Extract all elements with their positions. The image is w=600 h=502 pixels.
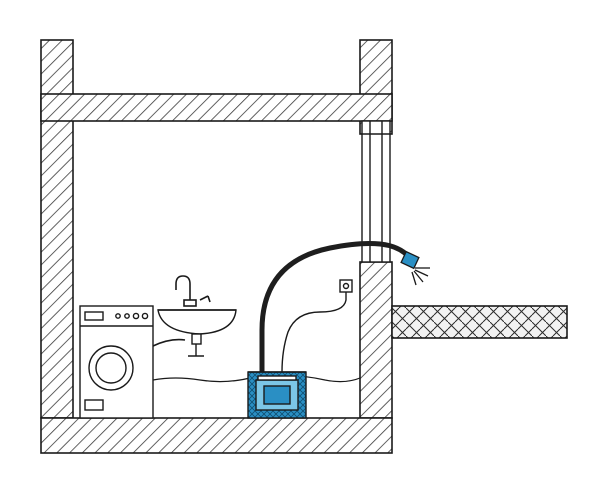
washbasin-icon bbox=[157, 309, 237, 357]
power-socket-icon bbox=[339, 279, 353, 293]
discharge-hose bbox=[259, 241, 413, 375]
washing-machine-icon bbox=[79, 305, 154, 419]
floor-slab bbox=[40, 417, 393, 454]
exterior-paving bbox=[391, 305, 568, 339]
window bbox=[361, 120, 391, 263]
power-cable bbox=[281, 292, 347, 373]
right-lower-wall bbox=[359, 261, 393, 419]
spray-outlet-icon bbox=[400, 250, 430, 286]
building-structure bbox=[40, 39, 393, 454]
washer-drain-hose bbox=[152, 338, 186, 347]
ceiling-slab bbox=[40, 93, 393, 122]
faucet-icon bbox=[175, 275, 211, 307]
lifting-station-icon bbox=[247, 371, 307, 419]
